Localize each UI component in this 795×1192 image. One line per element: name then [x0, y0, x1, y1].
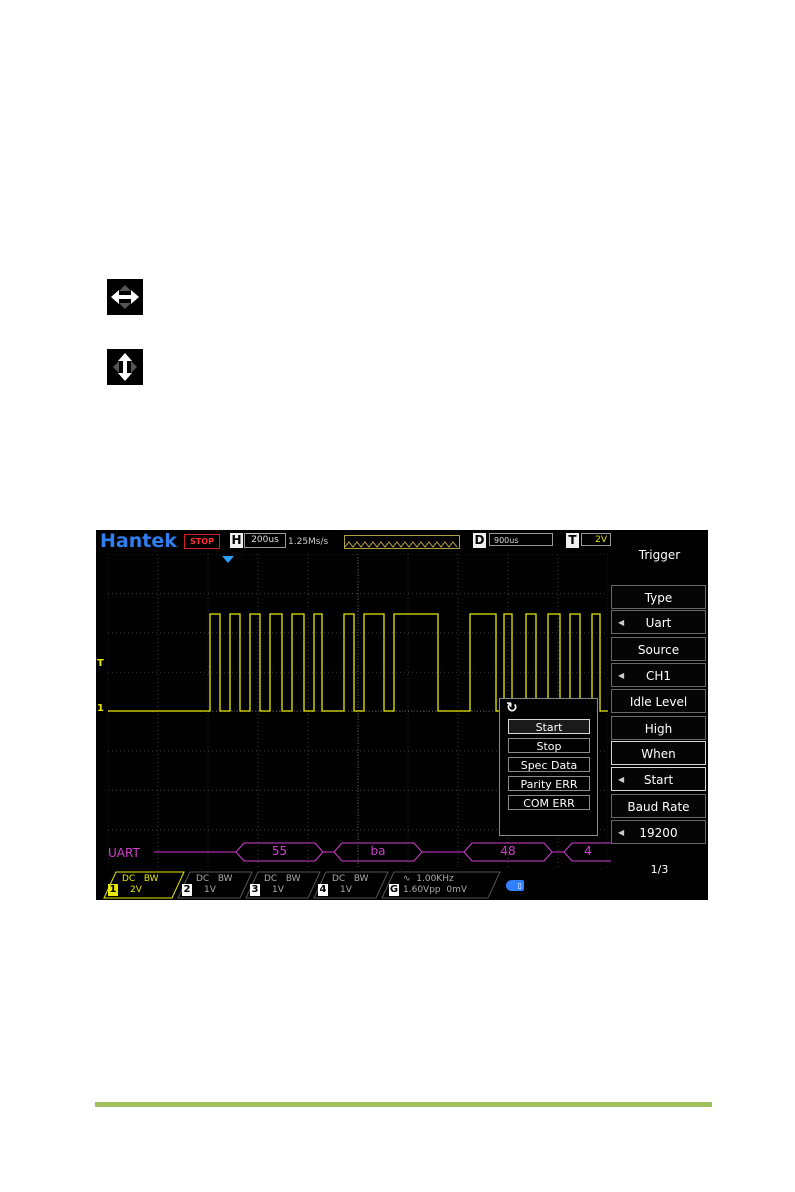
menu-page-indicator[interactable]: 1/3 — [611, 863, 708, 876]
decode-packet: 48 — [472, 843, 544, 860]
source-value[interactable]: ◀CH1 — [611, 663, 706, 687]
decode-packet: 4 — [572, 843, 604, 860]
idle-level-button[interactable]: Idle Level — [611, 689, 706, 713]
menu-title: Trigger — [611, 548, 708, 562]
when-value[interactable]: ◀Start — [611, 767, 706, 791]
timebase-value[interactable]: 200us — [244, 533, 286, 548]
left-arrow-icon: ◀ — [618, 664, 624, 688]
idle-level-value[interactable]: High — [611, 716, 706, 740]
when-button[interactable]: When — [611, 741, 706, 765]
baud-rate-button[interactable]: Baud Rate — [611, 794, 706, 818]
decode-packet: ba — [342, 843, 414, 860]
sample-rate: 1.25Ms/s — [288, 537, 328, 547]
trigger-level-value[interactable]: 2V — [581, 533, 611, 546]
delay-value[interactable]: 900us — [489, 533, 553, 546]
run-status-badge[interactable]: STOP — [184, 534, 220, 549]
left-arrow-icon: ◀ — [618, 611, 624, 635]
horizontal-label: H — [230, 533, 243, 548]
type-value[interactable]: ◀Uart — [611, 610, 706, 634]
source-button[interactable]: Source — [611, 637, 706, 661]
option-start[interactable]: Start — [508, 719, 590, 734]
option-spec-data[interactable]: Spec Data — [508, 757, 590, 772]
footer-rule — [95, 1102, 712, 1107]
decode-protocol-label: UART — [108, 846, 140, 860]
oscilloscope-screen: Hantek STOP H 200us 1.25Ms/s D 900us T 2… — [96, 530, 708, 900]
option-com-err[interactable]: COM ERR — [508, 795, 590, 810]
left-arrow-icon: ◀ — [618, 768, 624, 792]
trigger-level-marker[interactable]: T — [97, 658, 104, 669]
trigger-position-marker — [222, 556, 234, 563]
baud-rate-value[interactable]: ◀19200 — [611, 820, 706, 844]
trigger-position-strip — [344, 535, 460, 549]
channel-status-bar: 1 DC BW 2V 2 DC BW 1V 3 DC BW 1V 4 DC BW… — [96, 870, 611, 900]
option-parity-err[interactable]: Parity ERR — [508, 776, 590, 791]
option-stop[interactable]: Stop — [508, 738, 590, 753]
trigger-label: T — [566, 533, 579, 548]
move-horizontal-icon — [107, 279, 143, 315]
delay-label: D — [473, 533, 486, 548]
left-arrow-icon: ◀ — [618, 821, 624, 845]
type-button[interactable]: Type — [611, 585, 706, 609]
ch1-offset-marker[interactable]: 1 — [97, 703, 104, 714]
brand-logo: Hantek — [100, 530, 177, 552]
rotate-icon: ↻ — [506, 700, 518, 716]
usb-icon: ▯ — [506, 880, 524, 891]
when-options-popup[interactable]: ↻ Start Stop Spec Data Parity ERR COM ER… — [499, 698, 598, 836]
trigger-side-menu: Trigger Type ◀Uart Source ◀CH1 Idle Leve… — [611, 530, 708, 900]
move-vertical-icon — [107, 349, 143, 385]
decode-packet: 55 — [244, 843, 315, 860]
